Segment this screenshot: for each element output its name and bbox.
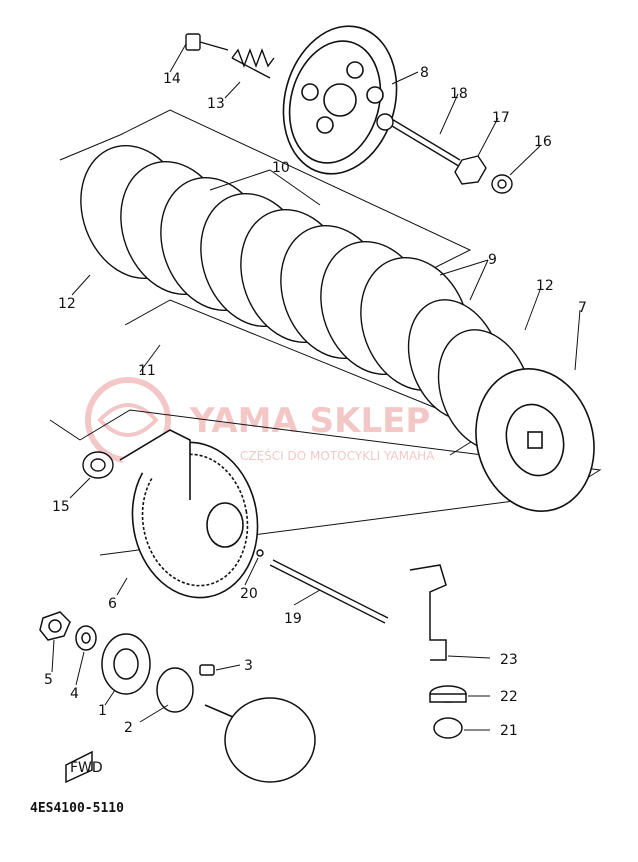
callout-1: 1 bbox=[98, 703, 107, 719]
watermark: YAMA SKLEP CZĘŚCI DO MOTOCYKLI YAMAHA bbox=[85, 377, 435, 463]
callout-12-right: 12 bbox=[536, 278, 554, 294]
callout-4: 4 bbox=[70, 686, 79, 702]
callout-9: 9 bbox=[488, 252, 497, 268]
push-lever-assembly bbox=[409, 564, 467, 739]
clutch-housing bbox=[119, 429, 259, 599]
callout-23: 23 bbox=[500, 652, 518, 668]
callout-leaders bbox=[51, 43, 581, 731]
watermark-text: YAMA SKLEP bbox=[189, 401, 430, 441]
callout-22: 22 bbox=[500, 689, 518, 705]
callout-15: 15 bbox=[52, 499, 70, 515]
callout-2: 2 bbox=[124, 720, 133, 736]
callout-14: 14 bbox=[163, 71, 181, 87]
callout-11: 11 bbox=[138, 363, 156, 379]
callout-19: 19 bbox=[284, 611, 302, 627]
callout-18: 18 bbox=[450, 86, 468, 102]
primary-drive-parts bbox=[39, 611, 316, 783]
callout-13: 13 bbox=[207, 96, 225, 112]
callout-7: 7 bbox=[578, 300, 587, 316]
callout-6: 6 bbox=[108, 596, 117, 612]
watermark-subtext: CZĘŚCI DO MOTOCYKLI YAMAHA bbox=[240, 448, 435, 463]
callout-17: 17 bbox=[492, 110, 510, 126]
callout-21: 21 bbox=[500, 723, 518, 739]
clutch-spring bbox=[231, 48, 275, 79]
callout-3: 3 bbox=[244, 658, 253, 674]
circlip bbox=[82, 451, 114, 479]
callout-16: 16 bbox=[534, 134, 552, 150]
callout-20: 20 bbox=[240, 586, 258, 602]
callout-10: 10 bbox=[272, 160, 290, 176]
clutch-bolt bbox=[185, 33, 229, 51]
fwd-arrow-icon: FWD bbox=[65, 750, 103, 784]
clutch-boss bbox=[475, 368, 595, 512]
callout-5: 5 bbox=[44, 672, 53, 688]
part-code: 4ES4100-5110 bbox=[30, 801, 124, 816]
fwd-label: FWD bbox=[70, 760, 103, 776]
push-rod-2 bbox=[256, 549, 389, 624]
pressure-plate bbox=[282, 25, 398, 175]
callout-8: 8 bbox=[420, 65, 429, 81]
callout-12-left: 12 bbox=[58, 296, 76, 312]
callout-labels: 14 13 8 18 17 16 10 9 12 7 12 11 15 6 20… bbox=[44, 65, 587, 739]
